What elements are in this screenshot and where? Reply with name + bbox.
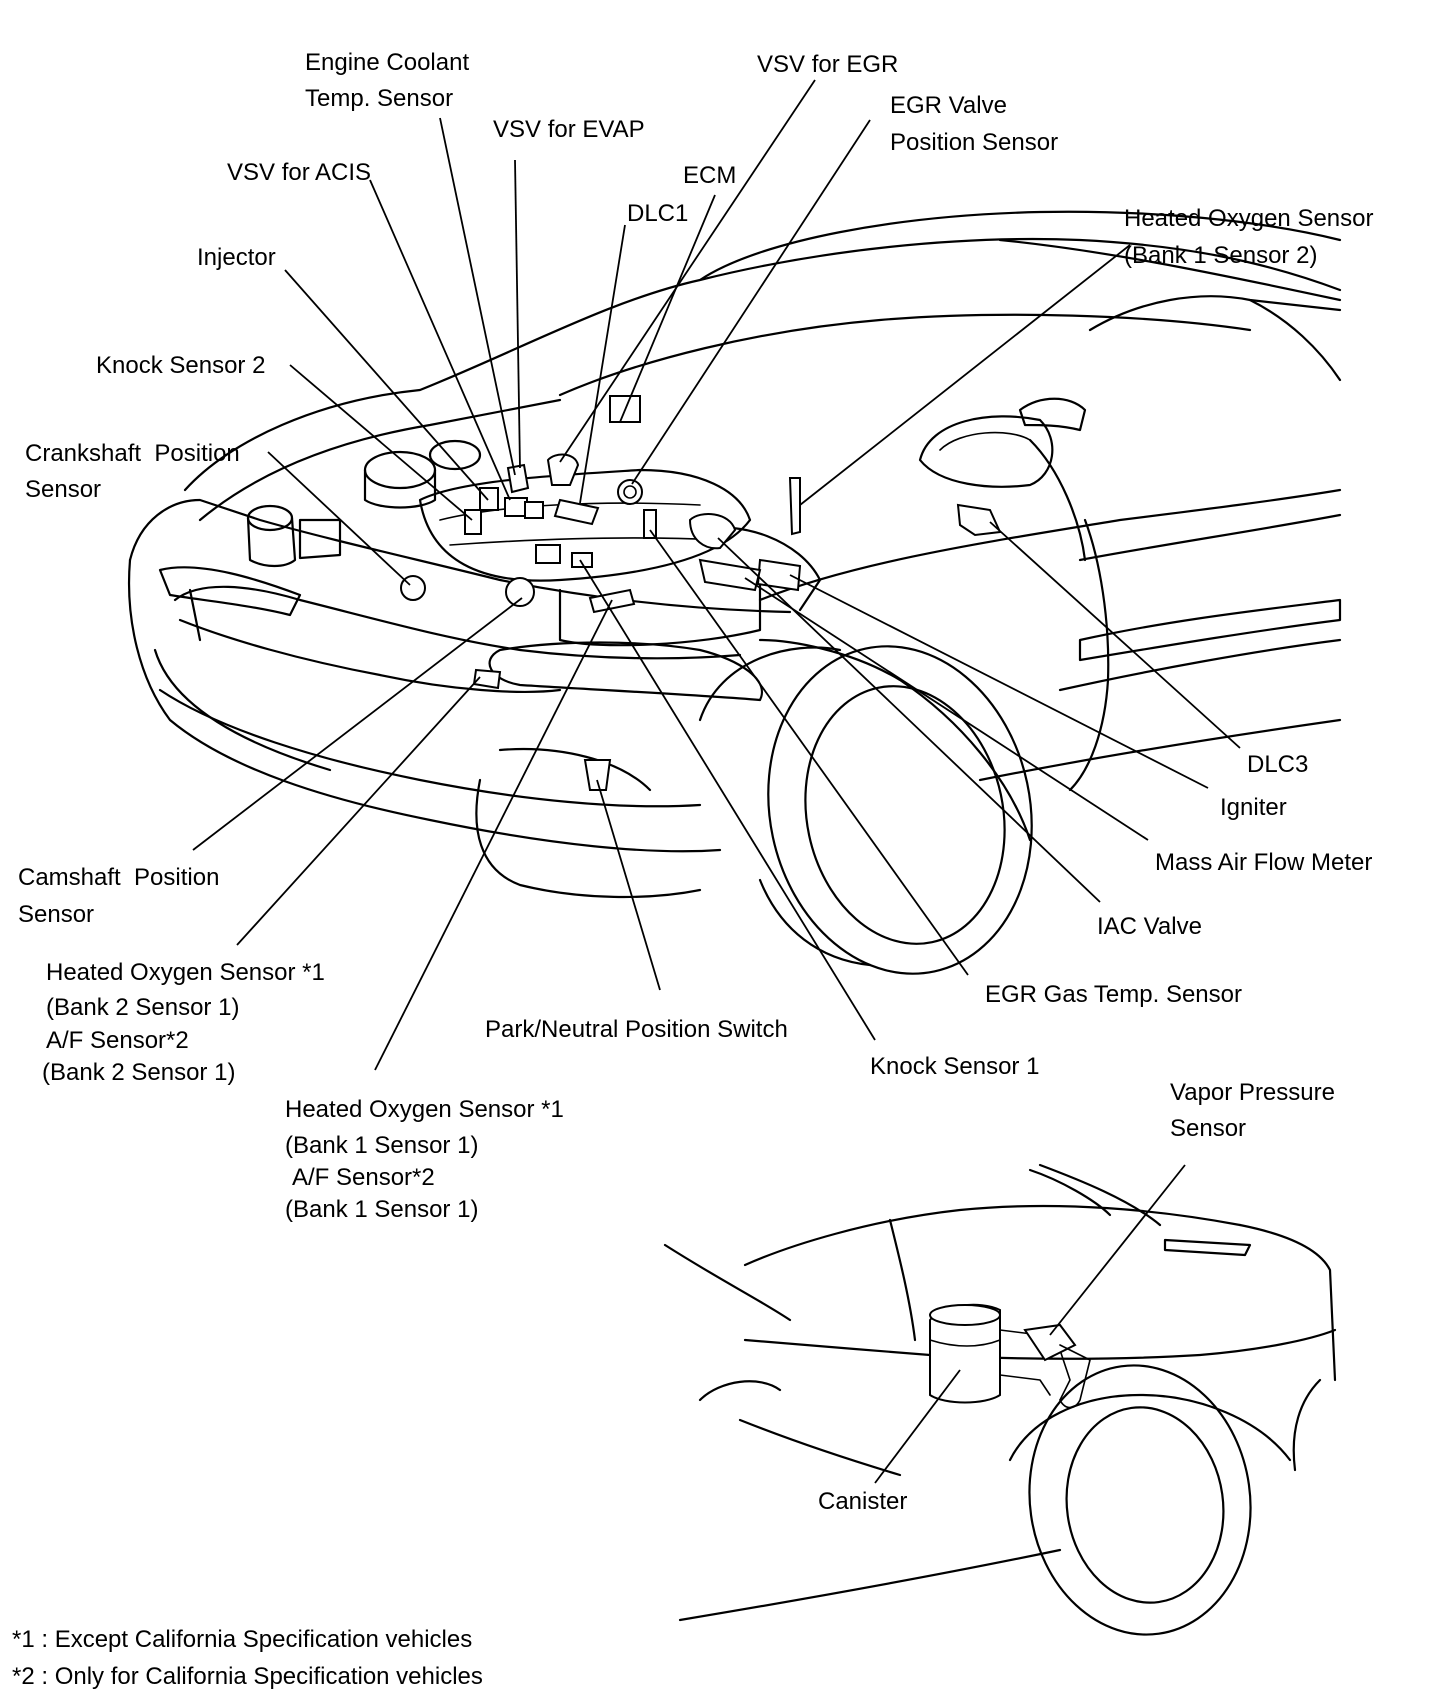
- injector-part: [479, 487, 499, 511]
- camshaft-sensor-part: [505, 577, 535, 607]
- car-rear-view: [663, 1163, 1337, 1636]
- label-ho2s-bank1-sensor2-2: (Bank 1 Sensor 2): [1124, 242, 1317, 269]
- label-park-neutral-switch: Park/Neutral Position Switch: [485, 1016, 788, 1043]
- label-mass-air-flow-meter: Mass Air Flow Meter: [1155, 849, 1372, 876]
- label-ho2s-bank1-sensor2: Heated Oxygen Sensor: [1124, 205, 1373, 232]
- label-egr-valve-position-2: Position Sensor: [890, 129, 1058, 156]
- ho2s-b1s2-part: [788, 477, 801, 536]
- egr-gas-temp-part: [643, 509, 657, 539]
- pnp-switch-part: [583, 759, 612, 791]
- igniter-part: [756, 558, 802, 592]
- label-ecm: ECM: [683, 162, 736, 189]
- label-egr-valve-position: EGR Valve: [890, 92, 1007, 119]
- label-crankshaft-position-2: Sensor: [25, 476, 101, 503]
- footnote-1: *1 : Except California Specification veh…: [12, 1626, 472, 1653]
- label-ho2s-bank2-sensor1: Heated Oxygen Sensor *1: [46, 959, 325, 986]
- label-vsv-for-acis: VSV for ACIS: [227, 159, 371, 186]
- knock2-part: [464, 509, 482, 535]
- coolant-temp-part: [524, 501, 544, 519]
- label-iac-valve: IAC Valve: [1097, 913, 1202, 940]
- label-vapor-pressure: Vapor Pressure: [1170, 1079, 1335, 1106]
- label-injector: Injector: [197, 244, 276, 271]
- label-ho2s-bank1-sensor1-2: (Bank 1 Sensor 1): [285, 1132, 478, 1159]
- label-crankshaft-position: Crankshaft Position: [25, 440, 240, 467]
- inset-leader-lines: [874, 1164, 1186, 1484]
- egr-valve-position-part: [617, 479, 643, 505]
- label-egr-gas-temp: EGR Gas Temp. Sensor: [985, 981, 1242, 1008]
- label-vsv-for-egr: VSV for EGR: [757, 51, 898, 78]
- label-dlc1: DLC1: [627, 200, 688, 227]
- knock1-part: [571, 552, 593, 568]
- label-af-sensor-bank1: A/F Sensor*2: [292, 1164, 435, 1191]
- footnote-2: *2 : Only for California Specification v…: [12, 1663, 483, 1690]
- maf-part: [698, 558, 762, 592]
- label-dlc3: DLC3: [1247, 751, 1308, 778]
- label-af-sensor-bank2-2: (Bank 2 Sensor 1): [42, 1059, 235, 1086]
- leader-lines: [192, 79, 1241, 1071]
- vsv-evap-part: [506, 463, 530, 494]
- label-igniter: Igniter: [1220, 794, 1287, 821]
- vsv-acis-part: [504, 497, 528, 517]
- labels: Engine Coolant Temp. Sensor VSV for EGR …: [12, 49, 1373, 1690]
- label-knock-sensor-1: Knock Sensor 1: [870, 1053, 1039, 1080]
- label-ho2s-bank2-sensor1-2: (Bank 2 Sensor 1): [46, 994, 239, 1021]
- vsv-egr-part: [546, 453, 580, 486]
- label-vsv-for-evap: VSV for EVAP: [493, 116, 645, 143]
- label-vapor-pressure-2: Sensor: [1170, 1115, 1246, 1142]
- label-camshaft-position: Camshaft Position: [18, 864, 219, 891]
- label-camshaft-position-2: Sensor: [18, 901, 94, 928]
- label-engine-coolant-temp: Engine Coolant: [305, 49, 469, 76]
- car-front-view: [127, 210, 1342, 975]
- label-knock-sensor-2: Knock Sensor 2: [96, 352, 265, 379]
- dlc1-part: [553, 498, 600, 526]
- label-engine-coolant-temp-2: Temp. Sensor: [305, 85, 453, 112]
- label-af-sensor-bank2: A/F Sensor*2: [46, 1027, 189, 1054]
- label-ho2s-bank1-sensor1: Heated Oxygen Sensor *1: [285, 1096, 564, 1123]
- vapor-pressure-part: [1023, 1323, 1077, 1362]
- dlc3-part: [956, 503, 1002, 537]
- iac-part: [688, 513, 737, 550]
- label-canister: Canister: [818, 1488, 907, 1515]
- label-af-sensor-bank1-2: (Bank 1 Sensor 1): [285, 1196, 478, 1223]
- crank-pos-part: [535, 544, 561, 564]
- ho2s-b2s1-part: [472, 668, 502, 690]
